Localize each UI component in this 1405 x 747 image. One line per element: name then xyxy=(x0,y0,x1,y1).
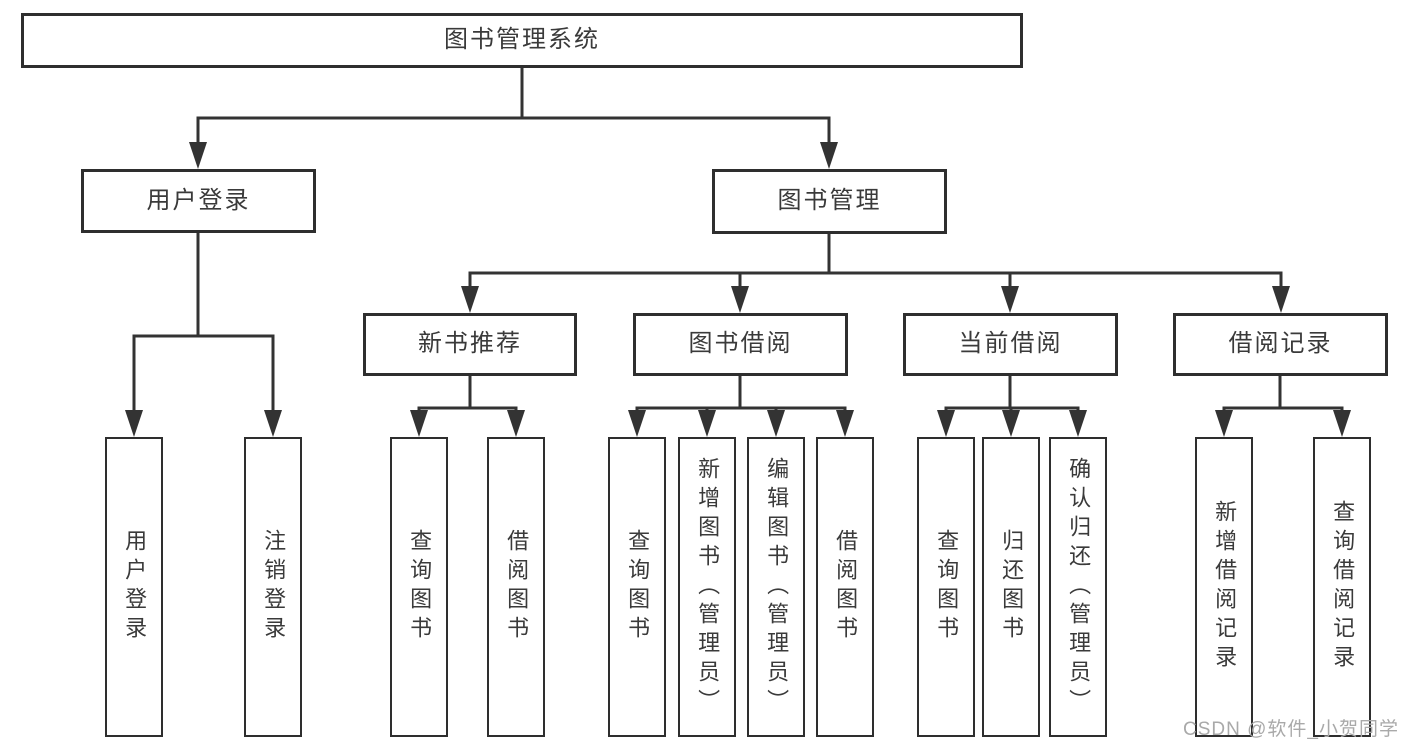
node-add-borrow-record: 新增借阅记录 xyxy=(1195,437,1253,737)
node-current-borrow: 当前借阅 xyxy=(903,313,1118,376)
node-query-borrow-record: 查询借阅记录 xyxy=(1313,437,1371,737)
node-confirm-return-admin: 确认归还（管理员） xyxy=(1049,437,1107,737)
node-borrow-books-recommend: 借阅图书 xyxy=(487,437,545,737)
node-edit-books-admin: 编辑图书（管理员） xyxy=(747,437,805,737)
node-borrow-books: 借阅图书 xyxy=(816,437,874,737)
node-library-system: 图书管理系统 xyxy=(21,13,1023,68)
node-query-books-borrow: 查询图书 xyxy=(608,437,666,737)
node-add-books-admin: 新增图书（管理员） xyxy=(678,437,736,737)
node-new-book-recommend: 新书推荐 xyxy=(363,313,577,376)
node-query-books-current: 查询图书 xyxy=(917,437,975,737)
connector-root xyxy=(189,66,838,169)
node-user-login-action: 用户登录 xyxy=(105,437,163,737)
node-logout: 注销登录 xyxy=(244,437,302,737)
node-user-login: 用户登录 xyxy=(81,169,316,233)
connector-user-login xyxy=(125,231,282,437)
connector-book-borrow xyxy=(628,374,854,437)
csdn-watermark: CSDN @软件_小贺同学 xyxy=(1183,719,1399,740)
node-query-books-recommend: 查询图书 xyxy=(390,437,448,737)
connector-book-management xyxy=(461,232,1290,313)
connector-new-book-recommend xyxy=(410,374,525,437)
node-borrow-records: 借阅记录 xyxy=(1173,313,1388,376)
node-book-borrow: 图书借阅 xyxy=(633,313,848,376)
node-book-management: 图书管理 xyxy=(712,169,947,234)
connector-borrow-records xyxy=(1215,374,1351,437)
connector-current-borrow xyxy=(937,374,1087,437)
node-return-books: 归还图书 xyxy=(982,437,1040,737)
